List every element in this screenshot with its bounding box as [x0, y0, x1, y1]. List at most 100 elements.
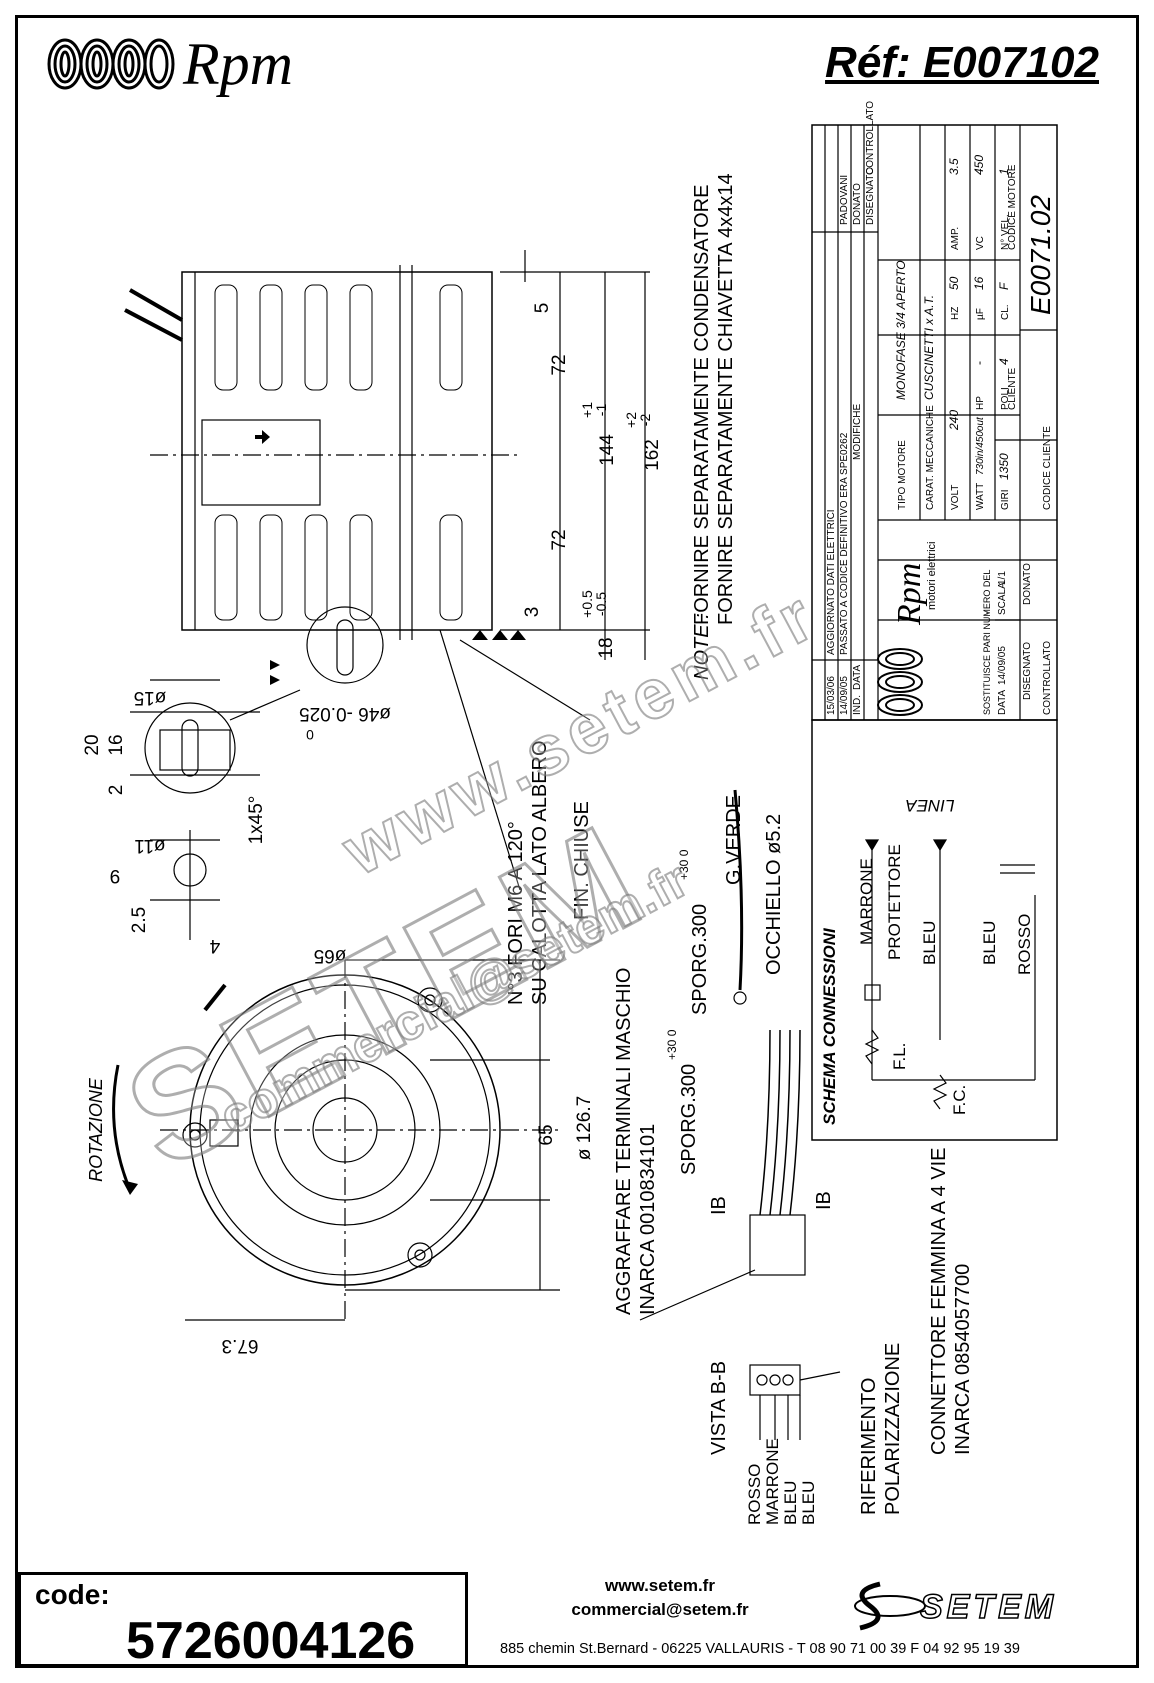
wire-label-bleu-2: BLEU — [799, 1481, 818, 1525]
eyelet-label: OCCHIELLO ø5.2 — [763, 814, 785, 975]
dim-3: 3 — [522, 607, 543, 618]
sporg-note-1-tol: +30 0 — [677, 849, 691, 880]
amp-value: 3.5 — [947, 158, 961, 175]
footer-email-link[interactable]: commercial@setem.fr — [571, 1600, 749, 1619]
footer-website-link[interactable]: www.setem.fr — [605, 1576, 715, 1595]
dim-2-5: 2.5 — [129, 907, 150, 933]
section-mark-2: IB — [813, 1191, 835, 1210]
sostituisce-label: SOSTITUISCE PARI NUMERO DEL — [982, 570, 992, 715]
poli-label: POLI — [1000, 387, 1011, 410]
hp-label: HP — [975, 396, 986, 410]
sporg-note-2: SPORG.300 — [678, 1064, 700, 1175]
amp-label: AMP. — [950, 227, 961, 250]
dim-16: 16 — [106, 734, 127, 755]
dim-phi11: ø11 — [134, 835, 165, 856]
dim-phi15: ø15 — [134, 687, 167, 708]
cl-value: F — [997, 282, 1011, 290]
controllato-label: CONTROLLATO — [1042, 641, 1053, 715]
dim-72b: 72 — [549, 529, 570, 550]
wire-label-marrone: MARRONE — [763, 1438, 782, 1525]
holes-note-2: SU CALOTTA LATO ALBERO — [529, 740, 551, 1005]
dim-9: 9 — [110, 865, 121, 886]
data-label: DATA — [997, 689, 1008, 715]
schema-fl: F.L. — [890, 1043, 909, 1070]
polarization-note-1: RIFERIMENTO — [858, 1378, 880, 1515]
data-value: 14/09/05 — [997, 646, 1008, 685]
note-label: NOTE : — [691, 613, 713, 680]
title-block — [811, 124, 1058, 721]
shaft-detail — [130, 679, 260, 940]
dim-18-tol-plus: +0.5 — [579, 590, 595, 618]
codice-motore-label: CODICE MOTORE — [1007, 164, 1018, 250]
watt-label: WATT — [975, 483, 986, 510]
code-label: code: — [35, 1579, 110, 1610]
title-block-brand: Rpm — [891, 563, 928, 626]
dim-162-tol-plus: +2 — [623, 412, 639, 428]
motor-front-view — [160, 959, 560, 1321]
header-modifiche: MODIFICHE — [852, 404, 863, 460]
section-view-label: VISTA B-B — [708, 1361, 730, 1455]
vel-value: 1 — [997, 168, 1011, 175]
tipo-motore: MONOFASE 3/4 APERTO — [894, 260, 908, 400]
dim-144: 144 — [597, 434, 618, 466]
schema-protettore: PROTETTORE — [885, 844, 904, 960]
header-data: DATA — [852, 664, 863, 690]
dim-20: 20 — [82, 734, 103, 755]
dim-162: 162 — [642, 439, 663, 471]
header-ind: IND. — [852, 695, 863, 715]
codice-motore-value: E0071.02 — [1025, 195, 1056, 315]
vel-label: N° VEL. — [1000, 214, 1011, 250]
schema-rosso: ROSSO — [1015, 914, 1034, 975]
hz-value: 50 — [947, 276, 961, 290]
schema-marrone: MARRONE — [857, 858, 876, 945]
crimp-note-1: AGGRAFFARE TERMINALI MASCHIO — [613, 968, 635, 1315]
brand-name: Rpm — [183, 30, 293, 97]
poli-value: 4 — [997, 358, 1011, 365]
rotation-label: ROTAZIONE — [86, 1077, 106, 1182]
crimp-note-2: INARCA 0010834101 — [637, 1124, 659, 1315]
title-block-brand-sub: motori elettrici — [926, 542, 938, 610]
tipo-motore-label: TIPO MOTORE — [897, 440, 908, 510]
setem-wordmark: SETEM — [920, 1588, 1057, 1626]
dim-phi126: ø 126.7 — [574, 1096, 595, 1160]
hz-label: HZ — [950, 307, 961, 320]
dim-4: 4 — [209, 935, 220, 956]
code-value: 5726004126 — [126, 1612, 416, 1670]
watt-value: 730in/450out — [975, 416, 986, 475]
cl-label: CL. — [1000, 304, 1011, 320]
rev1-date: 14/09/05 — [839, 676, 850, 715]
uf-label: µF — [975, 308, 986, 320]
dim-5: 5 — [532, 303, 553, 314]
vc-label: VC — [975, 236, 986, 250]
giri-label: GIRI — [1000, 489, 1011, 510]
reference-number: Réf: E007102 — [825, 38, 1099, 87]
carat-value: CUSCINETTI x A.T. — [922, 295, 936, 400]
donato: DONATO — [852, 183, 863, 225]
rev2-date: 15/03/06 — [826, 676, 837, 715]
dim-18: 18 — [596, 637, 617, 658]
disegnato-label: DISEGNATO — [1022, 642, 1033, 700]
dim-72a: 72 — [549, 354, 570, 375]
dim-162-tol-minus: -2 — [637, 414, 653, 427]
giri-value: 1350 — [997, 453, 1011, 480]
padovani: PADOVANI — [839, 175, 850, 225]
carat-label: CARAT. MECCANICHE — [925, 405, 936, 510]
sostituisce-value: - — [979, 611, 993, 615]
dim-shaft-diameter: ø46 -0.025 — [299, 703, 391, 724]
sporg-note-1: SPORG.300 — [689, 904, 711, 1015]
volt-value: 240 — [947, 410, 961, 431]
holes-note-1: N°3 FORI M6 A 120° — [505, 821, 527, 1005]
section-mark-1: IB — [708, 1196, 730, 1215]
scala-value: 1/1 — [997, 571, 1008, 585]
rpm-logo: Rpm — [45, 30, 293, 97]
header-controllato: CONTROLLATO — [865, 101, 876, 175]
schema-title: SCHEMA CONNESSIONI — [820, 927, 839, 1125]
title-block-coil-icon — [877, 648, 923, 716]
note-2: FORNIRE SEPARATAMENTE CHIAVETTA 4x4x14 — [715, 173, 737, 625]
dim-2: 2 — [106, 785, 127, 796]
polarization-note-2: POLARIZZAZIONE — [882, 1343, 904, 1515]
rev1-text: PASSATO A CODICE DEFINITIVO ERA SPE0262 — [839, 432, 850, 655]
dim-65: 65 — [536, 1124, 557, 1145]
fin-chiuse-note: FIN. CHIUSE — [571, 801, 593, 920]
